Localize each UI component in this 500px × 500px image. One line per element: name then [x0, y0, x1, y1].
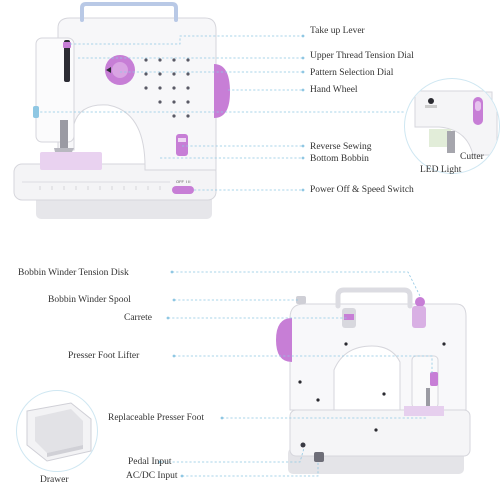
leader-lines: [36, 34, 433, 478]
presser-foot-lifter: [430, 372, 438, 386]
back-machine-bed: [289, 409, 471, 457]
stitch-pattern-chart: [144, 58, 190, 118]
switch-roman-text: I II: [186, 179, 190, 184]
pedal-input-port: [300, 442, 306, 448]
label-bobbin-winder-tension-disk: Bobbin Winder Tension Disk: [18, 268, 129, 278]
take-up-lever: [63, 42, 71, 48]
label-presser-foot-lifter: Presser Foot Lifter: [68, 351, 140, 361]
back-needle-plate: [404, 406, 444, 416]
needle-bar: [60, 120, 68, 148]
power-speed-switch: [172, 186, 194, 194]
needle-plate: [40, 152, 102, 170]
label-cutter: Cutter: [460, 152, 484, 162]
take-up-lever-slot: [64, 40, 70, 82]
label-hand-wheel: Hand Wheel: [310, 85, 358, 95]
label-pattern-selection-dial: Pattern Selection Dial: [310, 68, 394, 78]
label-upper-thread-tension-dial: Upper Thread Tension Dial: [310, 51, 414, 61]
back-carry-handle: [335, 287, 413, 309]
led-light-inset: [404, 78, 500, 174]
drawer-inset: [16, 390, 98, 472]
label-carrete: Carrete: [124, 313, 152, 323]
back-machine-body: [289, 303, 467, 411]
label-bottom-bobbin: Bottom Bobbin: [310, 154, 369, 164]
label-replaceable-presser-foot: Replaceable Presser Foot: [108, 413, 205, 423]
back-sewing-machine: [276, 287, 471, 474]
machine-base: [36, 195, 212, 219]
label-led-light: LED Light: [420, 165, 462, 175]
reverse-sewing-button: [176, 134, 188, 156]
hand-wheel: [214, 64, 230, 118]
carrete-pin: [296, 296, 306, 304]
back-hand-wheel: [276, 318, 292, 362]
switch-off-text: OFF: [176, 179, 185, 184]
label-power-off-speed-switch: Power Off & Speed Switch: [310, 185, 414, 195]
machine-body: [57, 17, 217, 171]
carry-handle: [80, 2, 178, 22]
label-bobbin-winder-spool: Bobbin Winder Spool: [48, 295, 131, 305]
back-needle: [426, 388, 430, 410]
label-take-up-lever: Take up Lever: [310, 26, 365, 36]
label-reverse-sewing: Reverse Sewing: [310, 142, 372, 152]
front-sewing-machine: OFF I II: [13, 2, 230, 219]
bobbin-winder-tension-disk: [415, 297, 425, 307]
label-pedal-input: Pedal Input: [128, 457, 172, 467]
ac-dc-input-port: [314, 452, 324, 462]
label-drawer: Drawer: [40, 475, 69, 485]
label-ac-dc-input: AC/DC Input: [126, 471, 178, 481]
